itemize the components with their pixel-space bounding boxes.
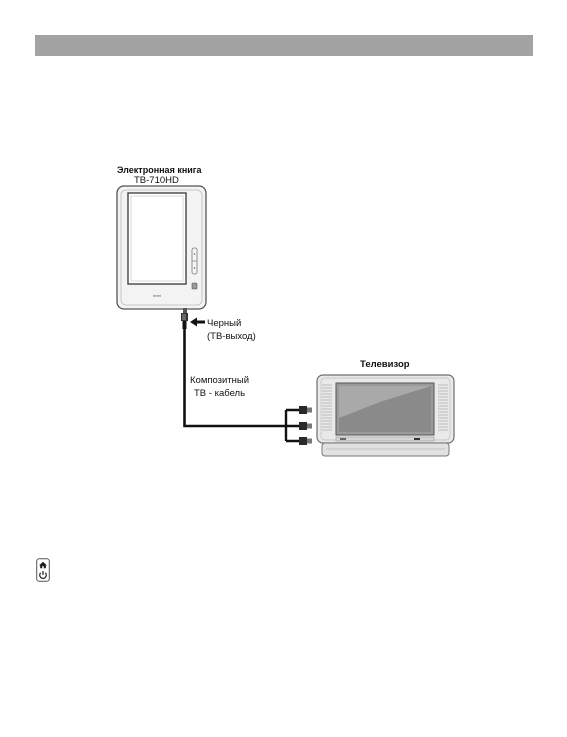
connector-color-label: Черный [207, 318, 242, 329]
arrow-icon [190, 317, 205, 327]
header-bar [35, 35, 533, 56]
cable-label-line2: ТВ - кабель [194, 388, 246, 399]
ebook-title: Электронная книга [117, 165, 202, 175]
connector-port-label: (ТВ-выход) [207, 331, 256, 342]
tv-device [316, 374, 455, 457]
composite-cable [181, 308, 312, 445]
ebook-device: texet [116, 185, 207, 310]
home-power-icon [36, 558, 50, 582]
ebook-model: TB-710HD [134, 175, 179, 186]
ebook-brand-mark: texet [153, 294, 160, 298]
tv-title: Телевизор [360, 359, 410, 370]
cable-label-line1: Композитный [190, 375, 250, 386]
